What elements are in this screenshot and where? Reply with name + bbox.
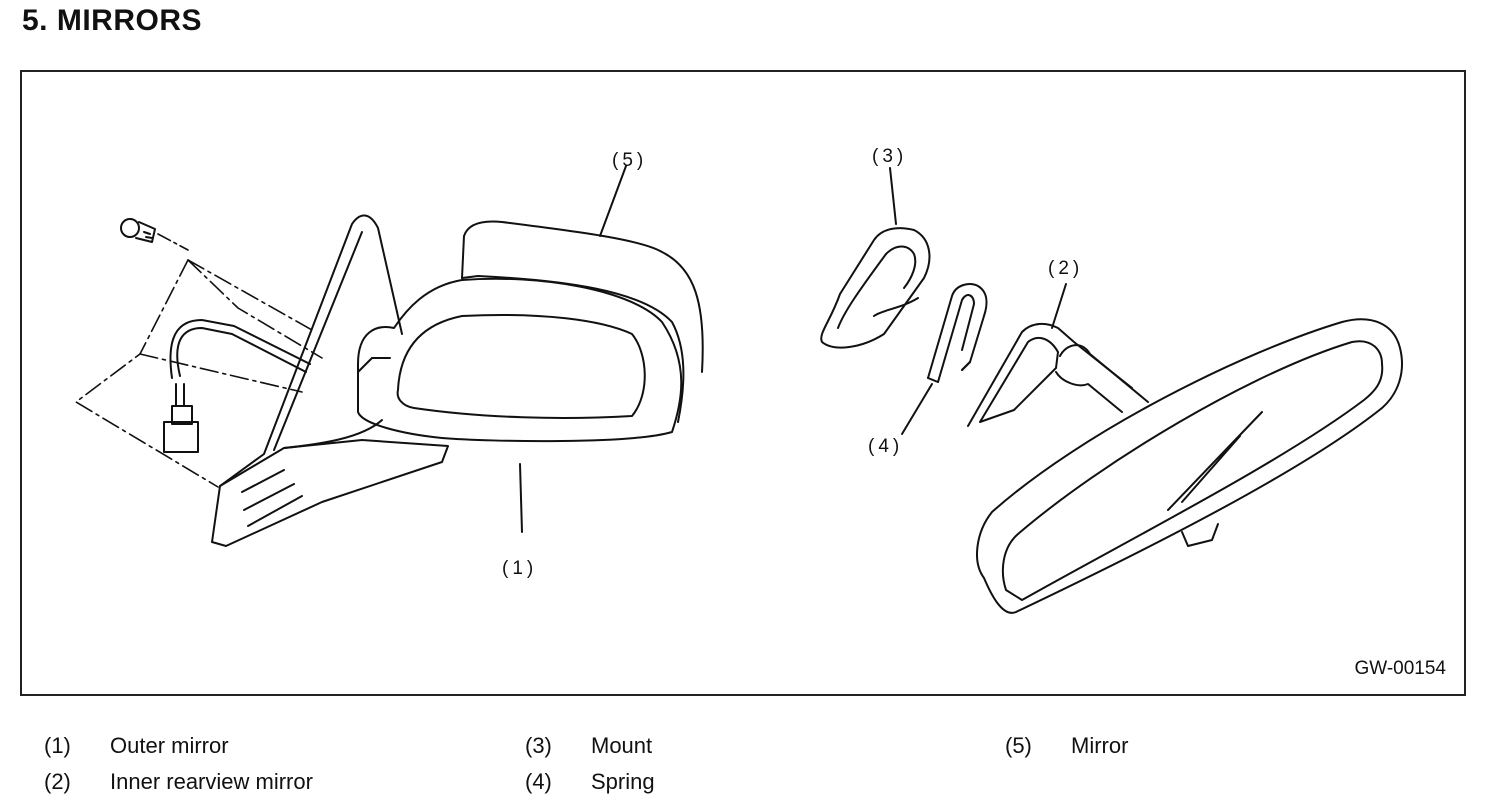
harness-connector [163,319,311,453]
mounting-plane [75,259,323,488]
legend-number: (5) [1005,733,1032,758]
callout-4: (4) [868,436,904,457]
callout-3: (3) [872,146,908,167]
legend-number: (3) [525,733,552,758]
leader-line-1 [519,463,523,533]
legend-number: (4) [525,769,552,794]
outer-mirror-base [211,214,449,547]
inner-mirror-body [976,318,1403,614]
screw-icon [120,218,189,251]
page-title: 5. MIRRORS [22,4,203,37]
legend-number: (1) [44,733,71,758]
legend-label: Spring [591,769,655,794]
legend-label: Outer mirror [110,733,229,758]
outer-mirror-housing [357,220,704,443]
diagram-drawing [75,165,1403,614]
mount-part [820,167,931,349]
legend-label: Mount [591,733,653,758]
callout-5: (5) [612,150,648,171]
figure-code: GW-00154 [1354,658,1446,679]
legend-number: (2) [44,769,71,794]
spring-part [901,283,988,435]
inner-mirror-stay [967,283,1149,427]
callout-1: (1) [502,558,538,579]
legend-label: Mirror [1071,733,1129,758]
leader-line-2 [1051,283,1067,329]
leader-line-5 [599,165,627,237]
leader-line-3 [889,167,897,225]
callout-2: (2) [1048,258,1084,279]
leader-line-4 [901,383,933,435]
mirror-diagram: (1) (2) (3) (4) (5) GW-00154 [20,70,1466,696]
legend-label: Inner rearview mirror [110,769,313,794]
